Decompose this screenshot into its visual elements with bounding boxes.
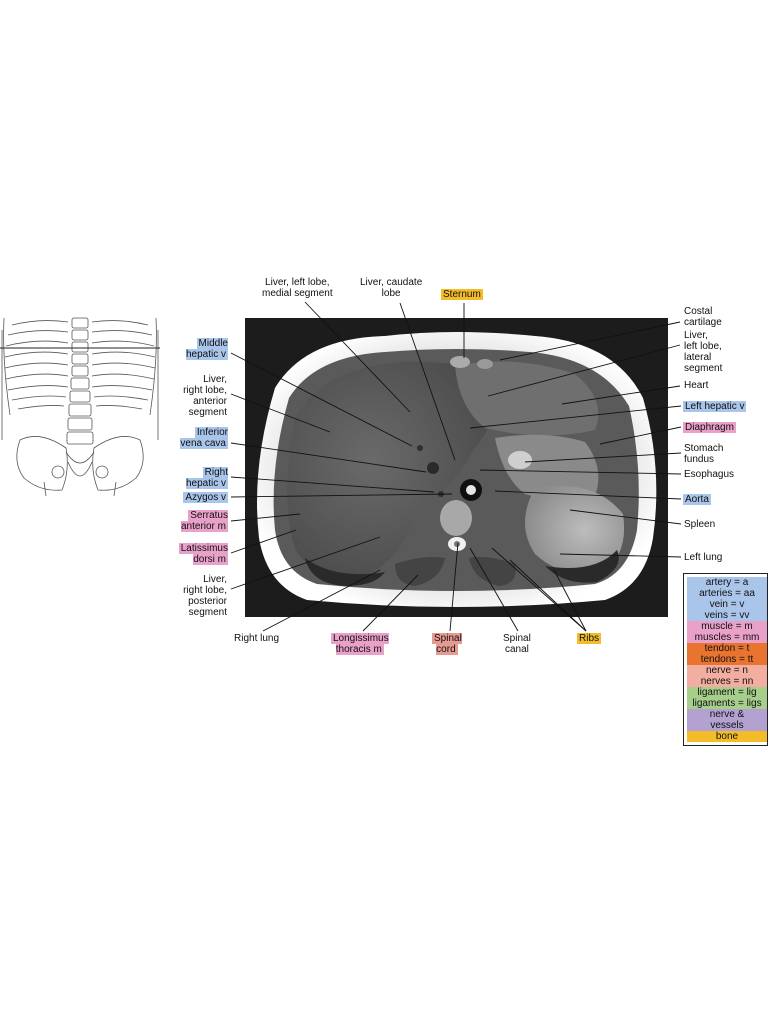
label-heart: Heart [684,380,709,391]
label-longissimus-thoracis: Longissimus thoracis m [331,633,389,655]
label-inferior-vena-cava: Inferior vena cava [180,427,228,449]
legend-row: nerves = nn [687,676,767,687]
mri-axial-scan [245,318,668,617]
legend-row: nerve = n [687,665,767,676]
label-liver-right-lobe-posterior: Liver, right lobe, posterior segment [183,574,227,618]
label-azygos-v: Azygos v [183,492,228,503]
legend-row: ligament = lig [687,687,767,698]
label-ribs: Ribs [577,633,602,644]
label-spinal-cord: Spinal cord [432,633,462,655]
label-spleen: Spleen [684,519,716,530]
label-stomach-fundus: Stomach fundus [684,443,724,465]
label-aorta: Aorta [683,494,711,505]
legend-row: arteries = aa [687,588,767,599]
legend-row: veins = vv [687,610,767,621]
skeleton-reference-drawing [0,317,160,497]
label-right-lung: Right lung [234,633,280,644]
legend-row: tendon = t [687,643,767,654]
legend-row: muscles = mm [687,632,767,643]
legend-row: bone [687,731,767,742]
label-spinal-canal: Spinal canal [503,633,531,655]
label-liver-right-lobe-anterior: Liver, right lobe, anterior segment [183,374,227,418]
label-latissimus-dorsi: Latissimus dorsi m [178,543,228,565]
label-esophagus: Esophagus [684,469,735,480]
label-liver-caudate-lobe: Liver, caudate lobe [360,277,423,299]
label-serratus-anterior: Serratus anterior m [180,510,228,532]
label-middle-hepatic-v: Middle hepatic v [185,338,228,360]
label-liver-left-lobe-lateral: Liver, left lobe, lateral segment [684,330,723,374]
label-diaphragm: Diaphragm [683,422,736,433]
legend-row: ligaments = ligs [687,698,767,709]
label-liver-left-lobe-medial: Liver, left lobe, medial segment [262,277,333,299]
legend-row: nerve & vessels [687,709,767,731]
label-left-hepatic-v: Left hepatic v [683,401,747,412]
label-right-hepatic-v: Right hepatic v [185,467,228,489]
legend-row: tendons = tt [687,654,767,665]
scan-image [257,332,657,607]
legend-row: artery = a [687,577,767,588]
legend-row: vein = v [687,599,767,610]
label-costal-cartilage: Costal cartilage [684,306,722,328]
label-sternum: Sternum [441,289,483,300]
label-left-lung: Left lung [684,552,723,563]
legend-row: muscle = m [687,621,767,632]
